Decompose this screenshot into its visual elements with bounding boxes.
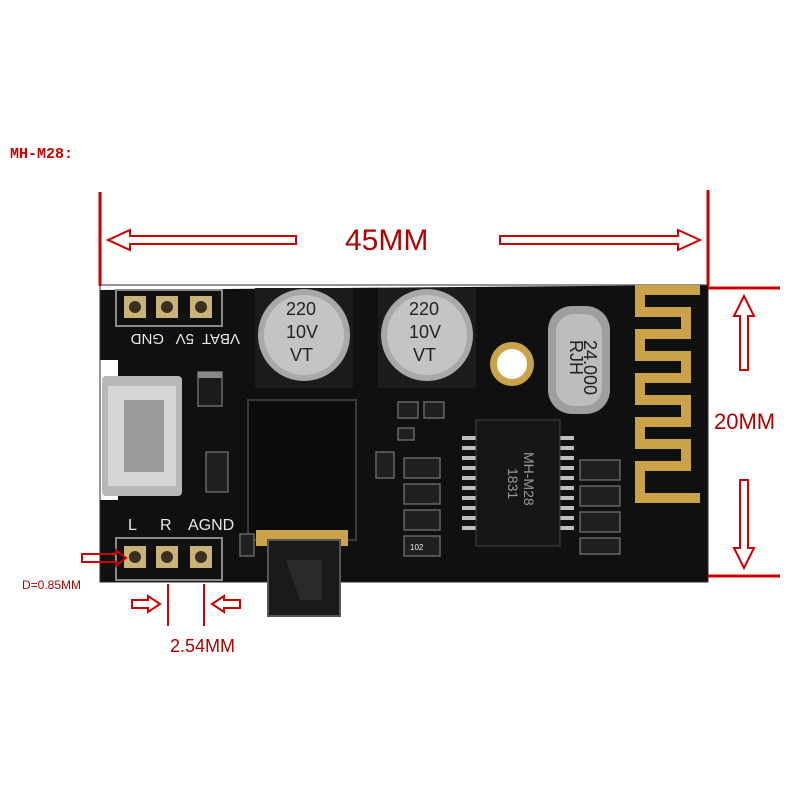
pin-label-vbat: VBAT xyxy=(202,330,240,347)
micro-usb-port xyxy=(102,376,182,496)
smd-components xyxy=(205,401,621,557)
module-title: MH-M28: xyxy=(10,146,74,163)
chip-model: MH-M28 xyxy=(521,452,537,506)
top-pin-labels: VBAT 5V GND xyxy=(131,330,241,347)
cap2-value: 220 xyxy=(409,299,439,319)
crystal-oscillator: RJH 24.000 xyxy=(548,306,610,414)
pin-label-l: L xyxy=(128,517,137,534)
pcb-edge xyxy=(99,284,709,583)
capacitor-2: 220 10V VT xyxy=(378,288,476,388)
dimension-lines xyxy=(81,190,780,626)
cap2-voltage: 10V xyxy=(409,322,441,342)
main-chip: MH-M28 1831 xyxy=(462,419,574,547)
pitch-arrow-right xyxy=(210,594,241,614)
crystal-brand: RJH xyxy=(566,340,586,375)
width-dimension-label: 45MM xyxy=(345,224,429,257)
audio-jack xyxy=(247,399,357,617)
cap2-series: VT xyxy=(413,345,436,365)
bottom-pin-header xyxy=(115,537,223,581)
top-pin-header xyxy=(115,289,223,327)
cap1-value: 220 xyxy=(286,299,316,319)
pin-label-r: R xyxy=(160,517,172,534)
smd-marking: 102 xyxy=(410,543,424,552)
height-arrow-down xyxy=(732,479,756,571)
pin-label-5v: 5V xyxy=(176,330,194,347)
pin-label-gnd: GND xyxy=(131,330,165,347)
width-arrow-left xyxy=(105,228,297,252)
width-arrow-right xyxy=(499,228,703,252)
pin-label-agnd: AGND xyxy=(188,517,234,534)
height-dimension-label: 20MM xyxy=(714,409,776,434)
cap1-voltage: 10V xyxy=(286,322,318,342)
cap1-series: VT xyxy=(290,345,313,365)
drill-arrow xyxy=(81,547,128,569)
crystal-frequency: 24.000 xyxy=(580,340,600,395)
capacitor-1: 220 10V VT xyxy=(255,288,353,388)
pitch-dimension-label: 2.54MM xyxy=(170,636,236,656)
drill-dimension-label: D=0.85MM xyxy=(22,578,82,592)
pitch-arrow-left xyxy=(131,594,162,614)
antenna-trace xyxy=(635,285,700,503)
chip-code: 1831 xyxy=(505,468,521,499)
height-arrow-up xyxy=(732,293,756,371)
